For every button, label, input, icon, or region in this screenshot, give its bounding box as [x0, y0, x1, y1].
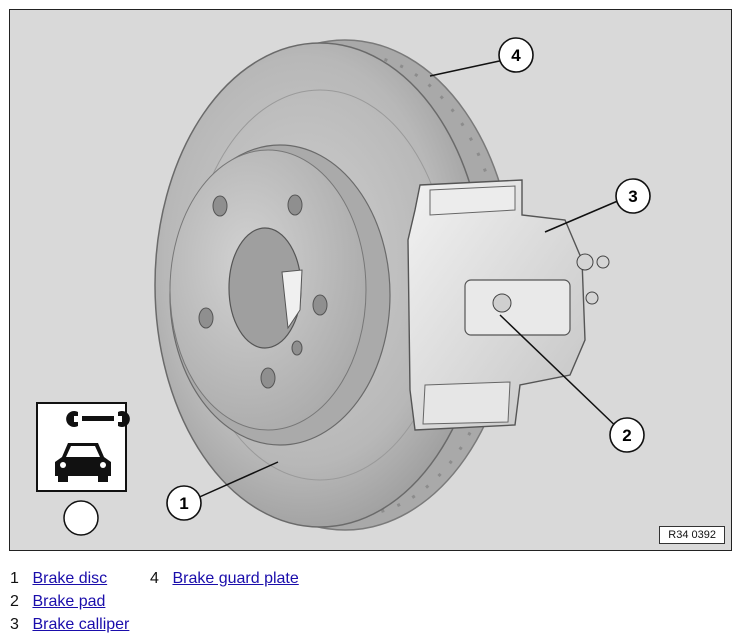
svg-text:3: 3	[628, 187, 637, 206]
legend-link-brake-disc[interactable]: Brake disc	[32, 570, 108, 587]
car-icon	[55, 443, 111, 482]
status-circle-icon	[63, 500, 99, 536]
callout-3-leader	[544, 199, 621, 233]
callout-2-leader	[499, 314, 626, 436]
svg-text:2: 2	[622, 426, 631, 445]
legend-number: 2	[10, 593, 19, 610]
brake-illustration: 1 2 3 4	[36, 37, 651, 536]
car-service-wrench-icon	[36, 402, 130, 536]
brake-calliper	[407, 179, 610, 431]
legend-number: 4	[150, 570, 159, 587]
callout-4: 4	[498, 37, 534, 73]
legend-link-brake-calliper[interactable]: Brake calliper	[32, 616, 130, 633]
legend-item: 1 Brake disc	[10, 567, 129, 590]
callout-1: 1	[166, 485, 202, 521]
figure-reference: R34 0392	[659, 526, 725, 544]
callout-3: 3	[615, 178, 651, 214]
legend-right: 4 Brake guard plate	[150, 567, 299, 590]
svg-text:1: 1	[179, 494, 188, 513]
legend-item: 4 Brake guard plate	[150, 567, 299, 590]
legend-link-brake-guard-plate[interactable]: Brake guard plate	[172, 570, 299, 587]
legend-number: 3	[10, 616, 19, 633]
callout-2: 2	[609, 417, 645, 453]
legend-link-brake-pad[interactable]: Brake pad	[32, 593, 106, 610]
legend-left: 1 Brake disc 2 Brake pad 3 Brake callipe…	[10, 567, 129, 636]
callout-4-leader	[429, 59, 505, 77]
brake-diagram: 1 2 3 4	[9, 9, 732, 551]
legend-number: 1	[10, 570, 19, 587]
legend-item: 2 Brake pad	[10, 590, 129, 613]
wrench-icon	[66, 411, 130, 427]
legend-item: 3 Brake calliper	[10, 613, 129, 636]
brake-disc	[154, 42, 486, 528]
callout-1-leader	[194, 461, 279, 500]
svg-text:4: 4	[511, 46, 521, 65]
